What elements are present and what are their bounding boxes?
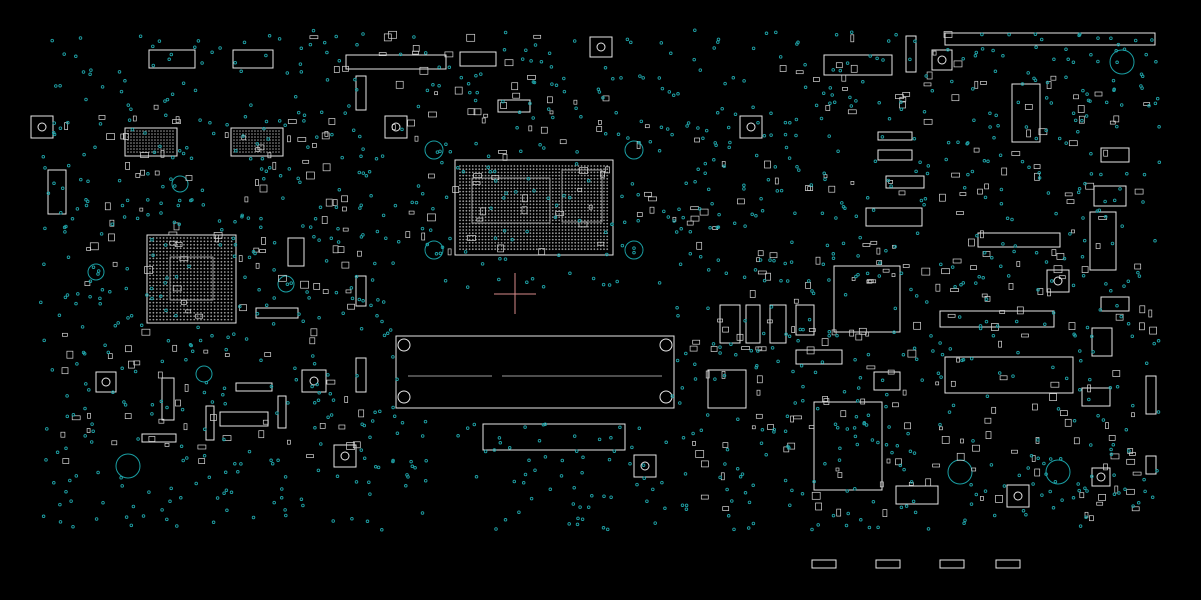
dimm-slot[interactable] <box>395 335 675 451</box>
memory-chips[interactable] <box>124 49 284 157</box>
standoff-pads[interactable] <box>30 36 1111 508</box>
bottom-connectors[interactable] <box>811 375 1157 569</box>
bga-balls <box>127 130 609 321</box>
vias <box>39 28 1162 532</box>
right-chips[interactable] <box>707 83 1130 505</box>
smd-pads <box>60 30 1157 522</box>
cursor-crosshair <box>494 273 536 314</box>
top-connectors[interactable] <box>345 32 1156 113</box>
left-components[interactable] <box>47 75 367 443</box>
mounting-holes <box>87 49 1135 485</box>
